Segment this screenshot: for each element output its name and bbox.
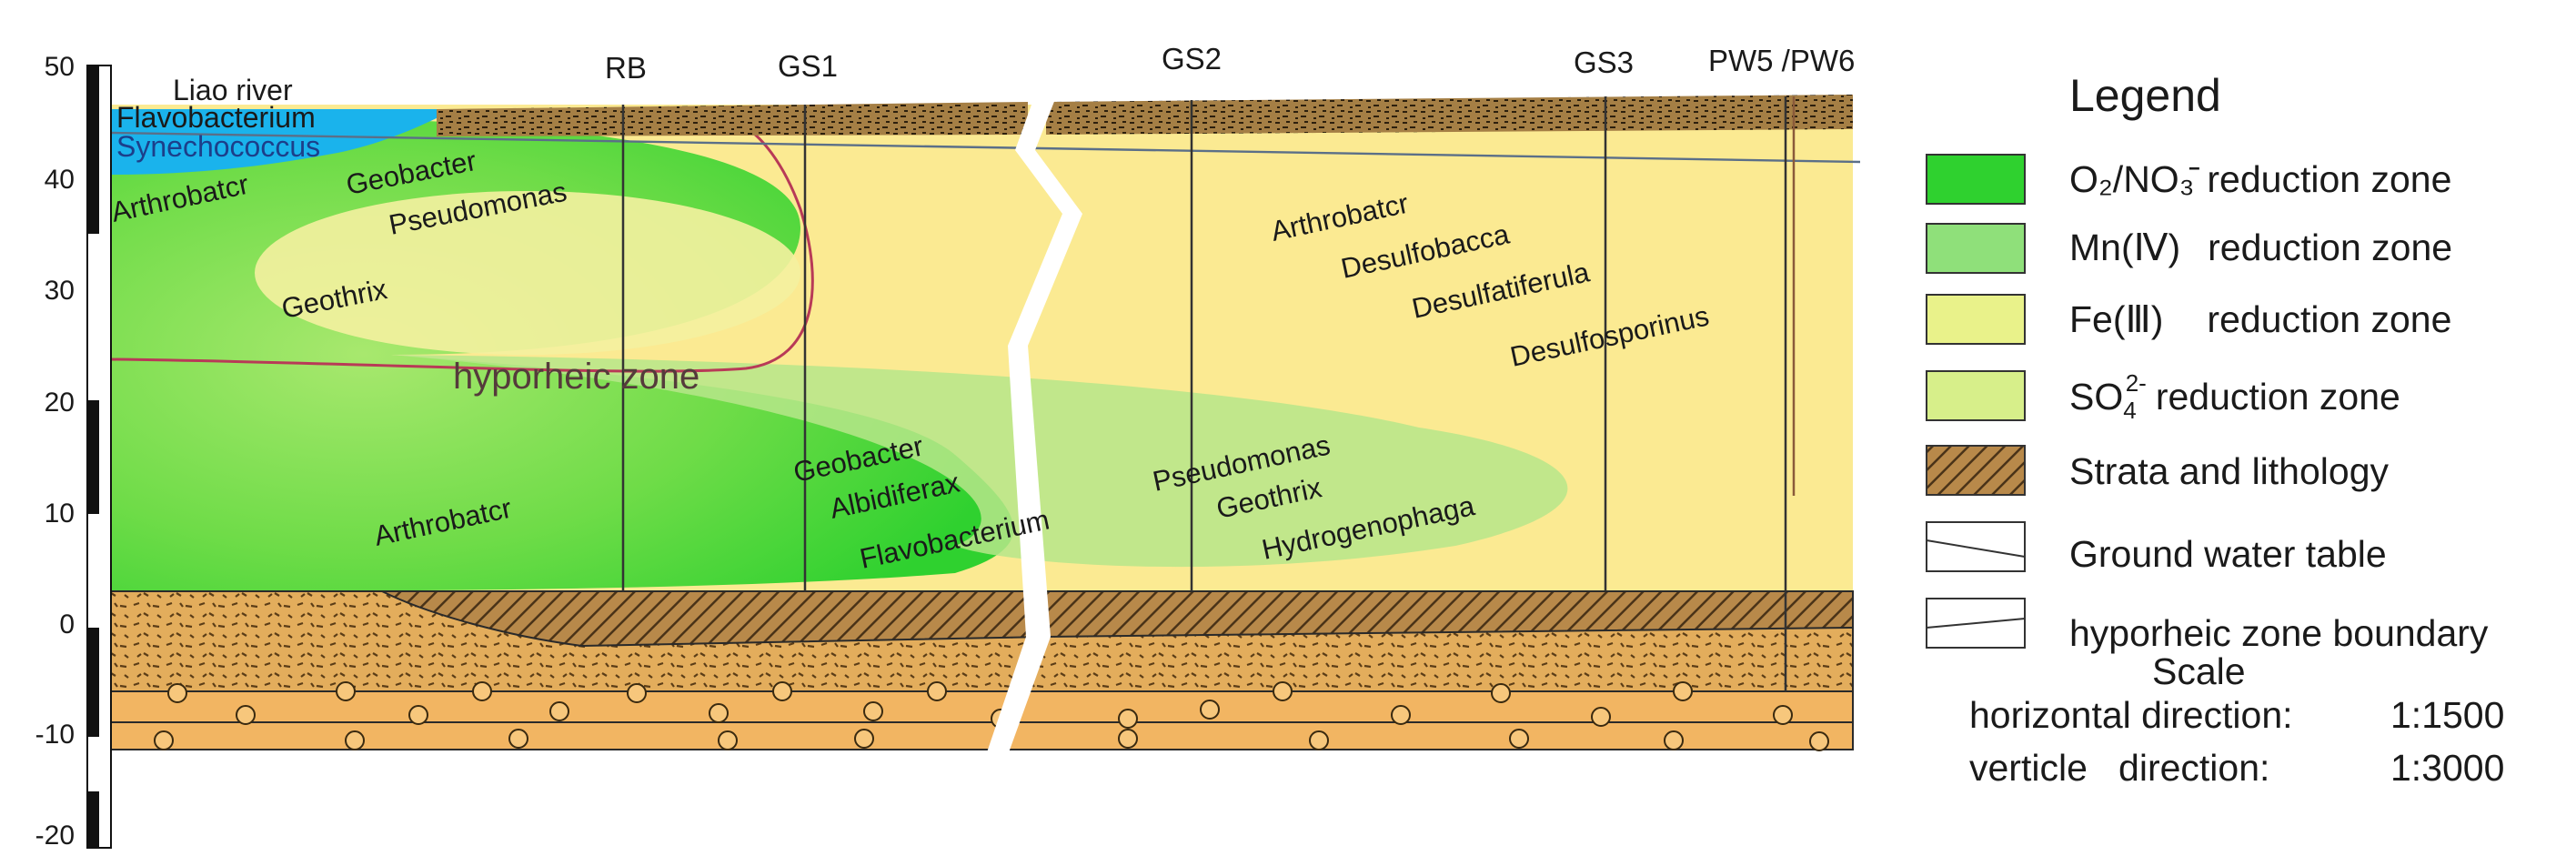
river-label: Liao river xyxy=(173,74,293,106)
gravel-pebble xyxy=(1118,729,1138,749)
zone-background xyxy=(110,95,1861,591)
scale-block-5 xyxy=(87,791,99,848)
scale-info: Scale horizontal direction: 1:1500 verti… xyxy=(1969,650,2504,789)
gravel-pebble xyxy=(927,681,947,701)
gravel-pebble xyxy=(336,681,356,701)
gravel-pebble xyxy=(854,729,874,749)
scale-tick: 30 xyxy=(45,276,75,306)
legend-fe-label: Fe(Ⅲ)reduction zone xyxy=(2069,298,2451,340)
gravel-pebble xyxy=(627,683,647,703)
legend-title: Legend xyxy=(2069,70,2221,121)
gravel-pebble xyxy=(1491,683,1511,703)
well-lines xyxy=(621,96,1796,691)
legend-swatch-so4 xyxy=(1926,370,2026,421)
legend: Legend O₂/NO₃̄reduction zone Mn(Ⅳ)reduct… xyxy=(1926,70,2489,654)
top-soil-left xyxy=(437,102,1028,136)
gravel-pebble xyxy=(1118,709,1138,729)
scale-block-2 xyxy=(87,179,99,234)
legend-hyporheic-label: hyporheic zone boundary xyxy=(2069,612,2489,654)
legend-swatch-mn xyxy=(1926,223,2026,274)
legend-strata-label: Strata and lithology xyxy=(2069,450,2390,492)
flavobacterium-top-label: Flavobacterium xyxy=(116,101,316,134)
legend-mn-label: Mn(Ⅳ)reduction zone xyxy=(2069,227,2452,268)
gravel-pebble xyxy=(345,730,365,750)
gravel-pebble xyxy=(236,705,256,725)
gravel-pebble xyxy=(1391,705,1411,725)
legend-swatch-o2 xyxy=(1926,154,2026,205)
gravel-pebble xyxy=(549,701,569,721)
mn-reduction-band xyxy=(391,355,1568,568)
gravel-pebble xyxy=(1673,681,1693,701)
gravel-pebble xyxy=(718,730,738,750)
top-soil-right xyxy=(1046,95,1853,135)
legend-swatch-water-table xyxy=(1926,521,2026,572)
legend-hyporheic-line xyxy=(1926,618,2026,629)
legend-o2-label: O₂/NO₃̄reduction zone xyxy=(2069,158,2451,200)
scale-vertical-value: 1:3000 xyxy=(2390,747,2504,789)
gravel-pebble xyxy=(1273,681,1293,701)
synechococcus-label: Synechococcus xyxy=(116,130,320,163)
scale-tick: -20 xyxy=(35,821,75,851)
well-label-gs1: GS1 xyxy=(778,49,838,83)
gravel-pebble xyxy=(1509,729,1529,749)
gravel-pebble xyxy=(408,705,428,725)
well-label-gs3: GS3 xyxy=(1574,45,1634,79)
gravel-pebble xyxy=(472,681,492,701)
scale-tick: 50 xyxy=(45,52,75,82)
legend-water-table-line xyxy=(1926,539,2026,558)
hyporheic-boundary-line xyxy=(110,126,814,373)
gravel-pebble xyxy=(1309,730,1329,750)
gravel-pebble xyxy=(154,730,174,750)
scale-title: Scale xyxy=(2152,650,2246,692)
scale-vertical-label: verticle direction: xyxy=(1969,747,2269,789)
well-label-gs2: GS2 xyxy=(1162,42,1222,76)
legend-so4-label: SO42-reduction zone xyxy=(2069,369,2400,424)
gravel-pebble xyxy=(167,683,187,703)
strata-layers xyxy=(110,590,1854,751)
vertical-scale-bar: 50 40 30 20 10 0 -10 -20 xyxy=(35,52,112,851)
gravel-pebble xyxy=(772,681,792,701)
legend-swatch-fe xyxy=(1926,294,2026,345)
scale-tick: 40 xyxy=(45,165,75,195)
scale-block-1 xyxy=(87,65,99,179)
legend-swatch-strata xyxy=(1926,445,2026,496)
gravel-pebble xyxy=(1591,707,1611,727)
gravel-pebble xyxy=(1200,700,1220,720)
legend-water-table-label: Ground water table xyxy=(2069,533,2387,575)
scale-block-3 xyxy=(87,400,99,514)
gravel-pebbles xyxy=(154,681,1829,751)
scale-horizontal-value: 1:1500 xyxy=(2390,694,2504,736)
scale-tick: 10 xyxy=(45,498,75,529)
gravel-pebble xyxy=(709,703,729,723)
scale-horizontal-label: horizontal direction: xyxy=(1969,694,2293,736)
gravel-pebble xyxy=(508,729,528,749)
section-break-gap xyxy=(986,95,1082,755)
river-water xyxy=(111,109,455,175)
scale-tick: 0 xyxy=(59,609,75,639)
well-label-rb: RB xyxy=(605,51,647,85)
well-label-pw5-pw6: PW5 /PW6 xyxy=(1708,44,1855,77)
gravel-pebble xyxy=(863,701,883,721)
scale-block-4 xyxy=(87,628,99,737)
strata-lithology-wedge xyxy=(381,590,1854,648)
fe-reduction-core xyxy=(255,191,800,355)
scale-tick: -10 xyxy=(35,720,75,750)
gravel-pebble xyxy=(1664,730,1684,750)
gravel-pebble xyxy=(1809,731,1829,751)
scale-tick: 20 xyxy=(45,388,75,418)
gravel-pebble xyxy=(1773,705,1793,725)
gravel-layer-2 xyxy=(110,721,1854,750)
hyporheic-zone-label: hyporheic zone xyxy=(453,357,699,397)
ground-water-table-line xyxy=(110,131,1861,164)
